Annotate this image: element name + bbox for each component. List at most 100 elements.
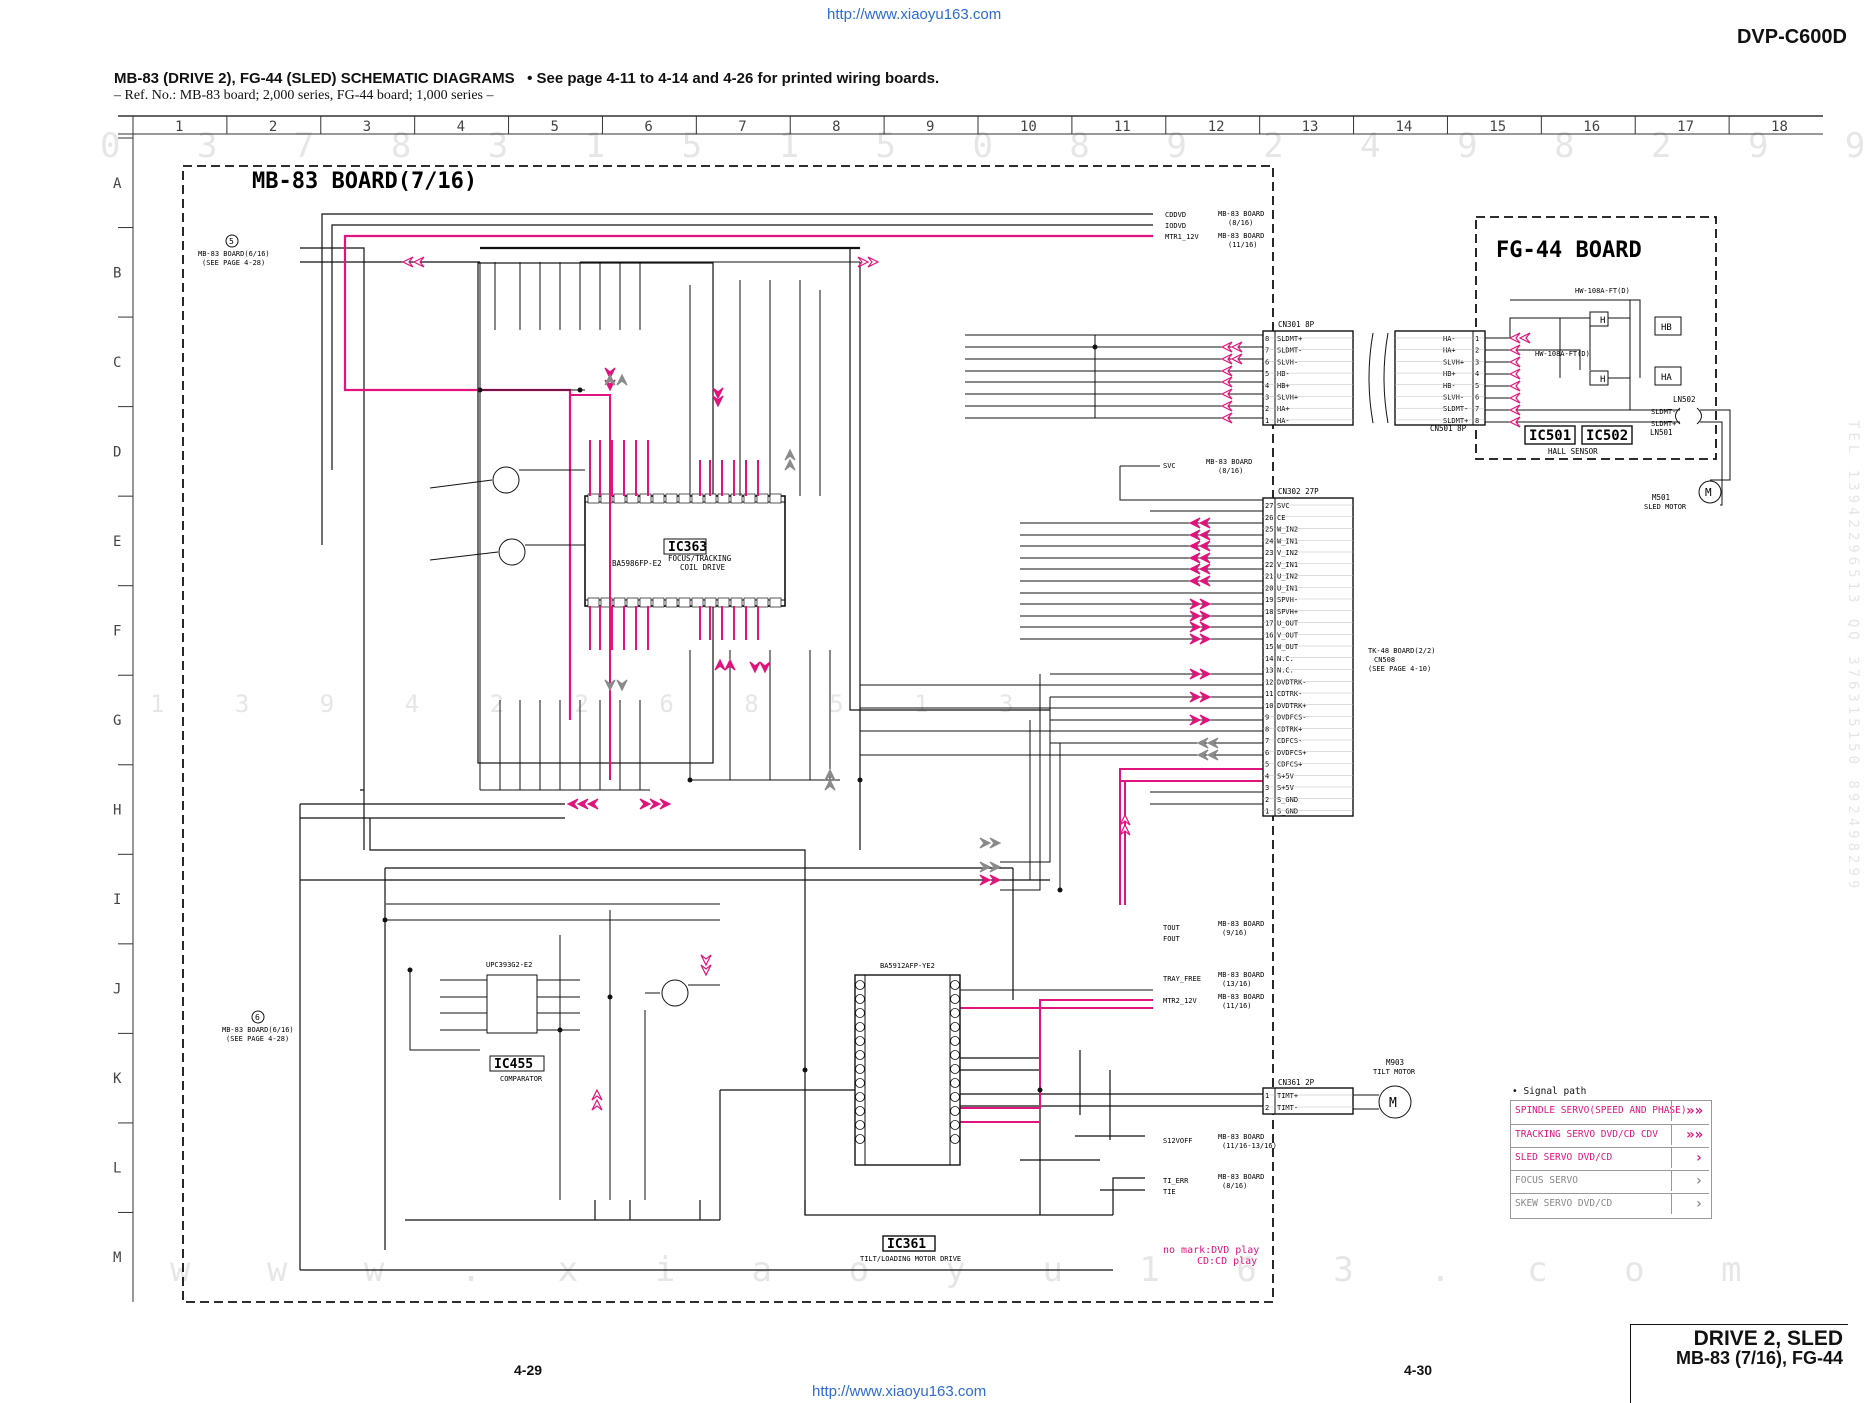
connector-pin-number: 6 bbox=[1475, 394, 1479, 402]
signal-arrow bbox=[1199, 621, 1212, 633]
ic361-desc: TILT/LOADING MOTOR DRIVE bbox=[860, 1255, 961, 1263]
connector-pin-number: 6 bbox=[1265, 749, 1269, 757]
offpage-dest: MB-83 BOARD bbox=[1218, 993, 1264, 1001]
fg44-board-title: FG-44 BOARD bbox=[1496, 238, 1642, 263]
signal-arrow bbox=[979, 874, 992, 886]
connector-pin-signal: CDTRK- bbox=[1277, 690, 1302, 698]
connector-pin-signal: DVDTRK- bbox=[1277, 678, 1307, 686]
signal-arrow bbox=[1198, 540, 1211, 552]
cn501-label: CN501 8P bbox=[1430, 424, 1467, 433]
signal-arrow bbox=[1198, 552, 1211, 564]
signal-arrow bbox=[1508, 344, 1521, 356]
offpage-page: (11/16-13/16) bbox=[1222, 1142, 1277, 1150]
ln502-pin-1: SLDMT- bbox=[1651, 408, 1676, 416]
bottom-url[interactable]: http://www.xiaoyu163.com bbox=[812, 1383, 987, 1400]
signal-arrow bbox=[1196, 737, 1209, 749]
connector-pin-signal: S_GND bbox=[1277, 796, 1298, 804]
note-cd: CD:CD play bbox=[1197, 1256, 1257, 1267]
signal-arrow bbox=[759, 661, 771, 674]
connector-pin-number: 7 bbox=[1265, 347, 1269, 355]
connector-pin-signal: SLVH+ bbox=[1443, 358, 1464, 366]
offpage-6-board: MB-83 BOARD(6/16) bbox=[222, 1026, 294, 1034]
connector-pin-signal: SLVH- bbox=[1443, 394, 1464, 402]
svc-offpage-dest: MB-83 BOARD bbox=[1206, 458, 1252, 466]
signal-arrow bbox=[1230, 353, 1243, 365]
offpage-page: (8/16) bbox=[1228, 219, 1253, 227]
legend-label: FOCUS SERVO bbox=[1515, 1175, 1578, 1186]
ic455-desc: COMPARATOR bbox=[500, 1075, 543, 1083]
connector-pin-signal: CDTRK+ bbox=[1277, 725, 1302, 733]
signal-arrow bbox=[1189, 621, 1202, 633]
connector-pin-signal: HA+ bbox=[1277, 405, 1290, 413]
top-url[interactable]: http://www.xiaoyu163.com bbox=[827, 6, 1002, 23]
signal-arrow bbox=[979, 837, 992, 849]
cn301-label: CN301 8P bbox=[1278, 320, 1315, 329]
row-label: L bbox=[113, 1161, 121, 1177]
connector-pin-signal: HA+ bbox=[1443, 347, 1456, 355]
signal-arrow bbox=[1189, 691, 1202, 703]
hall-ic502-symbol: H bbox=[1600, 316, 1605, 326]
signal-arrow bbox=[1199, 610, 1212, 622]
offpage-5-number: 5 bbox=[229, 237, 234, 246]
ic501-part: HW-108A-FT(D) bbox=[1535, 350, 1590, 358]
connector-pin-number: 26 bbox=[1265, 514, 1273, 522]
signal-arrow bbox=[649, 798, 662, 810]
signal-arrow bbox=[1508, 332, 1521, 344]
signal-arrow bbox=[639, 798, 652, 810]
signal-arrow bbox=[591, 1098, 603, 1111]
signal-arrow bbox=[1189, 610, 1202, 622]
connector-pin-signal: TIMT- bbox=[1277, 1104, 1298, 1112]
offpage-dest: MB-83 BOARD bbox=[1218, 1133, 1264, 1141]
offpage-6-page: (SEE PAGE 4-28) bbox=[226, 1035, 289, 1043]
offpage-dest: MB-83 BOARD bbox=[1218, 920, 1264, 928]
connector-pin-number: 2 bbox=[1265, 796, 1269, 804]
ic363 bbox=[584, 493, 786, 608]
legend-row: TRACKING SERVO DVD/CD CDV»» bbox=[1511, 1124, 1709, 1145]
column-label: 2 bbox=[269, 119, 277, 135]
connector-pin-signal: S+5V bbox=[1277, 772, 1295, 780]
connector-pin-signal: V_IN2 bbox=[1277, 549, 1298, 557]
connector-pin-number: 22 bbox=[1265, 561, 1273, 569]
connector-pin-number: 16 bbox=[1265, 631, 1273, 639]
signal-arrow bbox=[1220, 341, 1233, 353]
signal-arrow bbox=[1508, 404, 1521, 416]
connector-pin-signal: SPVH+ bbox=[1277, 608, 1298, 616]
offpage-page: (11/16) bbox=[1222, 1002, 1252, 1010]
connector-pin-signal: SPVH- bbox=[1277, 596, 1298, 604]
legend-arrow-icon: »» bbox=[1686, 1103, 1703, 1119]
signal-arrow bbox=[1206, 737, 1219, 749]
offpage-dest: MB-83 BOARD bbox=[1218, 1173, 1264, 1181]
signal-arrow bbox=[401, 256, 414, 268]
legend-arrow-icon: › bbox=[1694, 1150, 1703, 1166]
ic455 bbox=[386, 903, 720, 1200]
row-label: G bbox=[113, 713, 121, 729]
diagram-title-note: • See page 4-11 to 4-14 and 4-26 for pri… bbox=[527, 70, 940, 87]
signal-arrow bbox=[1220, 388, 1233, 400]
signal-arrow bbox=[1508, 356, 1521, 368]
signal-arrow bbox=[1188, 552, 1201, 564]
connector-pin-number: 27 bbox=[1265, 502, 1273, 510]
signal-path-legend: SPINDLE SERVO(SPEED AND PHASE)»» TRACKING… bbox=[1510, 1100, 1712, 1219]
offpage-signal: IODVD bbox=[1165, 222, 1186, 230]
signal-arrow bbox=[1189, 633, 1202, 645]
signal-arrow bbox=[1188, 563, 1201, 575]
signal-arrow bbox=[1198, 529, 1211, 541]
signal-arrow bbox=[1220, 400, 1233, 412]
section-title-2: MB-83 (7/16), FG-44 bbox=[1675, 1348, 1843, 1368]
connector-pin-signal: SLDMT+ bbox=[1443, 417, 1468, 425]
legend-heading: • Signal path bbox=[1512, 1086, 1587, 1097]
connector-pin-number: 2 bbox=[1265, 1104, 1269, 1112]
cn361-label: CN361 2P bbox=[1278, 1078, 1315, 1087]
connector-pin-number: 2 bbox=[1475, 347, 1479, 355]
tk48-line2: CN508 bbox=[1374, 656, 1395, 664]
signal-arrow bbox=[989, 874, 1002, 886]
connector-pin-number: 25 bbox=[1265, 526, 1273, 534]
legend-label: SPINDLE SERVO(SPEED AND PHASE) bbox=[1515, 1105, 1687, 1116]
ic502-label: IC502 bbox=[1586, 428, 1628, 444]
ic363-part: BA5986FP-E2 bbox=[612, 559, 662, 568]
signal-arrow bbox=[979, 861, 992, 873]
connector-pin-number: 17 bbox=[1265, 620, 1273, 628]
connector-pin-number: 11 bbox=[1265, 690, 1273, 698]
signal-arrow bbox=[712, 387, 724, 400]
connector-pin-number: 6 bbox=[1265, 358, 1269, 366]
